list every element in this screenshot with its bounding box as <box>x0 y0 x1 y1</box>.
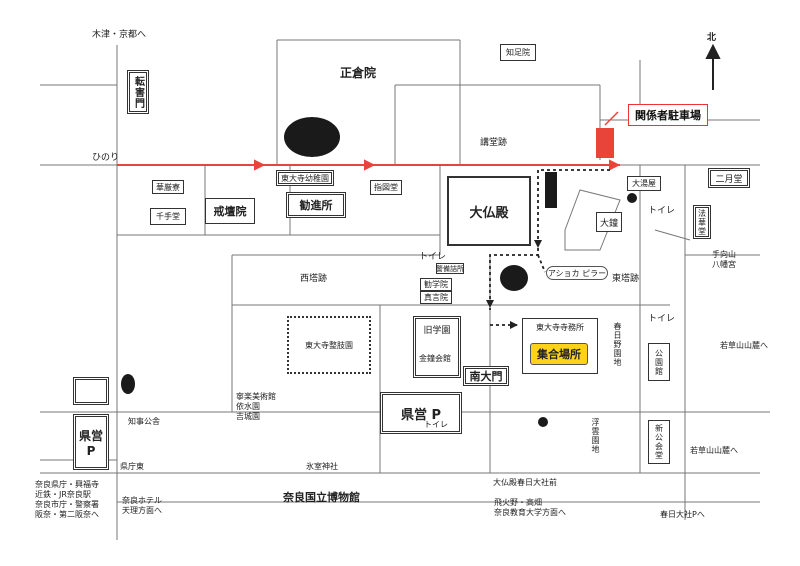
label-toilet-kasugano: トイレ <box>648 314 676 324</box>
label-wakakusa-1: 若草山山麓へ <box>720 341 768 350</box>
parking-lot-marker <box>596 128 614 158</box>
north-arrow-icon <box>705 43 721 90</box>
label-national-museum: 奈良国立博物館 <box>283 491 360 504</box>
box-kyugakuen: 旧学園 <box>413 316 461 378</box>
box-shinkokaido: 新公会堂 <box>648 420 670 464</box>
box-kanjinsho: 勧進所 <box>286 192 346 218</box>
box-senjudo: 千手堂 <box>150 208 186 225</box>
box-shingonin: 真言院 <box>420 291 452 304</box>
label-north: 北 <box>707 33 717 43</box>
label-daibutsuden-kasuga: 大仏殿春日大社前 <box>493 478 557 487</box>
label-totoato: 東塔跡 <box>612 274 640 284</box>
assembly-point: 集合場所 <box>530 343 588 365</box>
label-kasugano: 春日野園地 <box>613 322 622 367</box>
box-tengaimon: 転害門 <box>127 70 149 114</box>
box-kencho-p: 県営 P <box>380 392 462 434</box>
label-wakakusa-2: 若草山山麓へ <box>690 446 738 455</box>
box-kencho-p-left: 県営 P <box>73 414 109 470</box>
parking-pointer <box>604 111 619 126</box>
box-kokaido: 公園館 <box>648 343 670 381</box>
box-shizudo: 指図堂 <box>370 180 402 195</box>
box-daiyuya: 大湯屋 <box>627 176 661 191</box>
label-nara-kencho-list: 奈良県庁・興福寺 近鉄・JR奈良駅 奈良市庁・警察署 阪奈・第二阪奈へ <box>35 480 99 519</box>
label-himuro: 氷室神社 <box>306 462 338 471</box>
tree-clusters <box>121 117 637 427</box>
label-kankeisha-parking: 関係者駐車場 <box>628 104 708 126</box>
label-toilet-east: トイレ <box>648 206 676 216</box>
label-ukimido: 浮雲園地 <box>591 418 600 454</box>
access-route <box>117 159 621 171</box>
box-nandaimon: 南大門 <box>463 366 509 386</box>
box-nigatsudo: 二月堂 <box>708 168 750 188</box>
box-kegonryo: 華厳寮 <box>152 180 184 194</box>
label-chiji-kosha: 知事公舎 <box>128 417 160 426</box>
label-shosoin: 正倉院 <box>340 66 377 80</box>
label-toilet-kenei: トイレ <box>424 420 448 429</box>
box-chisokuin: 知足院 <box>500 44 536 61</box>
walking-route-arrows <box>486 240 542 329</box>
label-kasuga-taisha-p: 春日大社Pへ <box>660 510 705 519</box>
label-toilet-center: トイレ <box>419 252 447 262</box>
box-todaiji-kindergarten: 東大寺幼稚園 <box>276 170 334 186</box>
label-tobihino: 飛火野・高畑 奈良教育大学方面へ <box>494 498 566 517</box>
walking-route <box>489 169 610 326</box>
label-nara-hotel: 奈良ホテル 天理方面へ <box>122 496 162 515</box>
label-kenchohigashi: 県庁東 <box>120 462 144 471</box>
box-todaiji-gym: 東大寺整肢園 <box>287 316 371 374</box>
box-left-parking-outline <box>73 377 109 405</box>
box-oshoro: 大鐘 <box>596 212 622 232</box>
box-keibi: 警備詰所 <box>436 263 464 274</box>
box-kaidanin: 戒壇院 <box>205 198 255 224</box>
label-kinsho-kaikan: 金鐘会館 <box>419 354 451 363</box>
label-tamukeyama: 手向山 八幡宮 <box>712 250 736 269</box>
box-hokkedo: 法華堂 <box>693 205 711 239</box>
box-kangakuin: 勧学院 <box>420 278 452 291</box>
label-museum-area: 寧楽美術館 依水園 吉城園 <box>236 392 276 421</box>
label-kizu-kyoto: 木津・京都へ <box>92 30 147 40</box>
box-daibutsuden: 大仏殿 <box>447 176 531 246</box>
callout-asoka-pillar: アショカ ピラー <box>546 266 608 280</box>
label-kodoato: 講堂跡 <box>480 138 508 148</box>
label-saitoato: 西塔跡 <box>300 274 328 284</box>
label-hinori: ひのり <box>92 153 120 163</box>
